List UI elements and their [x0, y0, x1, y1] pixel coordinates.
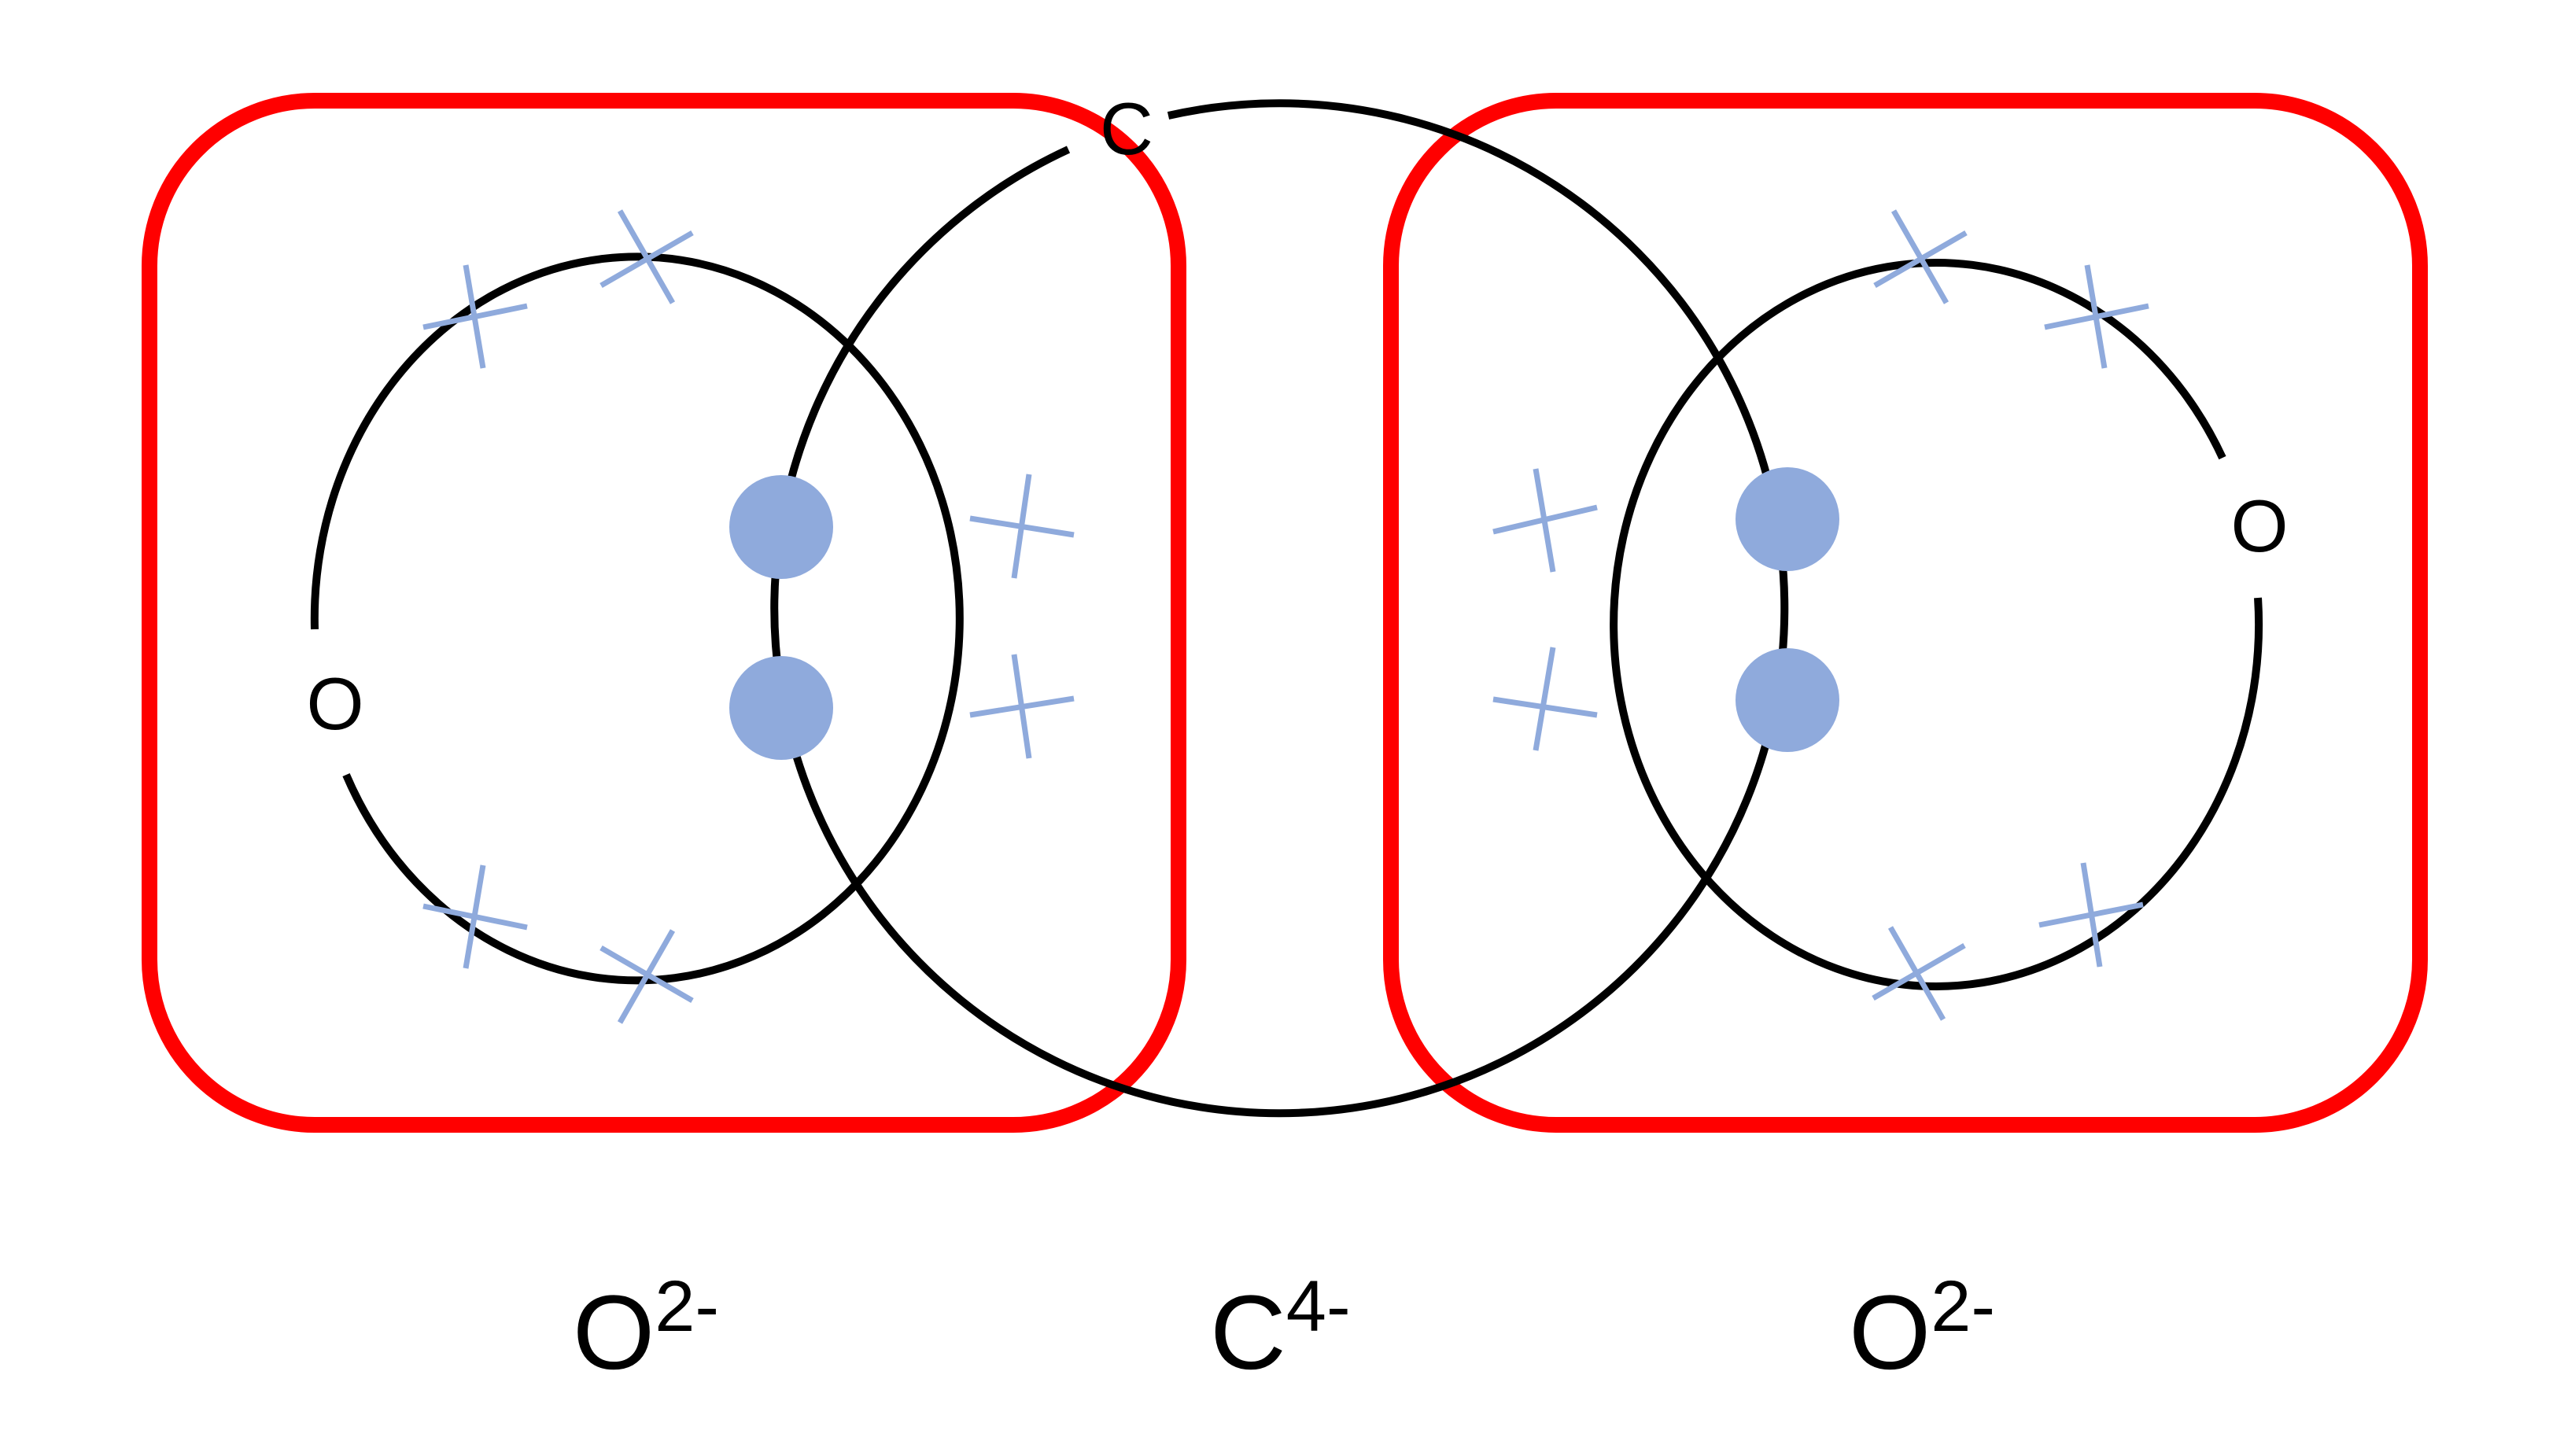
- electron-crosses: [422, 209, 2149, 1024]
- right-oxygen-shell: [1610, 258, 2263, 990]
- shared-electron-dot: [1736, 467, 1839, 571]
- carbon-shell: [770, 99, 1789, 1118]
- electron-cross: [2038, 862, 2144, 968]
- electron-cross: [1492, 647, 1598, 751]
- right-ion-label: O2-: [1849, 1266, 1995, 1391]
- electron-cross: [1873, 209, 1968, 304]
- electron-cross: [599, 929, 694, 1024]
- left-oxygen-ion-box: [142, 93, 1186, 1133]
- shared-electron-dot: [1736, 648, 1839, 752]
- left-oxygen-shell: [310, 252, 964, 985]
- left-ion-label: O2-: [573, 1266, 719, 1391]
- center-ion-label: C4-: [1210, 1266, 1351, 1391]
- shared-electron-dot: [729, 475, 833, 579]
- ion-symbol: C: [1210, 1274, 1286, 1391]
- ion-charge: 4-: [1286, 1266, 1351, 1347]
- ion-symbol: O: [573, 1274, 655, 1391]
- ion-symbol: O: [1849, 1274, 1931, 1391]
- right-oxygen-ion-box: [1383, 93, 2428, 1133]
- shared-electrons: [729, 467, 1839, 760]
- right-oxygen-atom-label: O: [2230, 485, 2288, 567]
- ion-charge: 2-: [1931, 1266, 1995, 1347]
- electron-cross: [969, 654, 1075, 759]
- electron-cross: [969, 474, 1075, 579]
- ion-charge: 2-: [655, 1266, 719, 1347]
- electron-cross: [422, 264, 528, 369]
- electron-cross: [422, 864, 528, 969]
- left-oxygen-atom-label: O: [306, 662, 363, 745]
- electron-cross: [599, 209, 694, 304]
- electron-cross: [1872, 926, 1966, 1021]
- electron-cross: [1492, 468, 1598, 573]
- carbon-atom-label: C: [1100, 87, 1153, 170]
- shared-electron-dot: [729, 656, 833, 760]
- electron-cross: [2044, 264, 2149, 369]
